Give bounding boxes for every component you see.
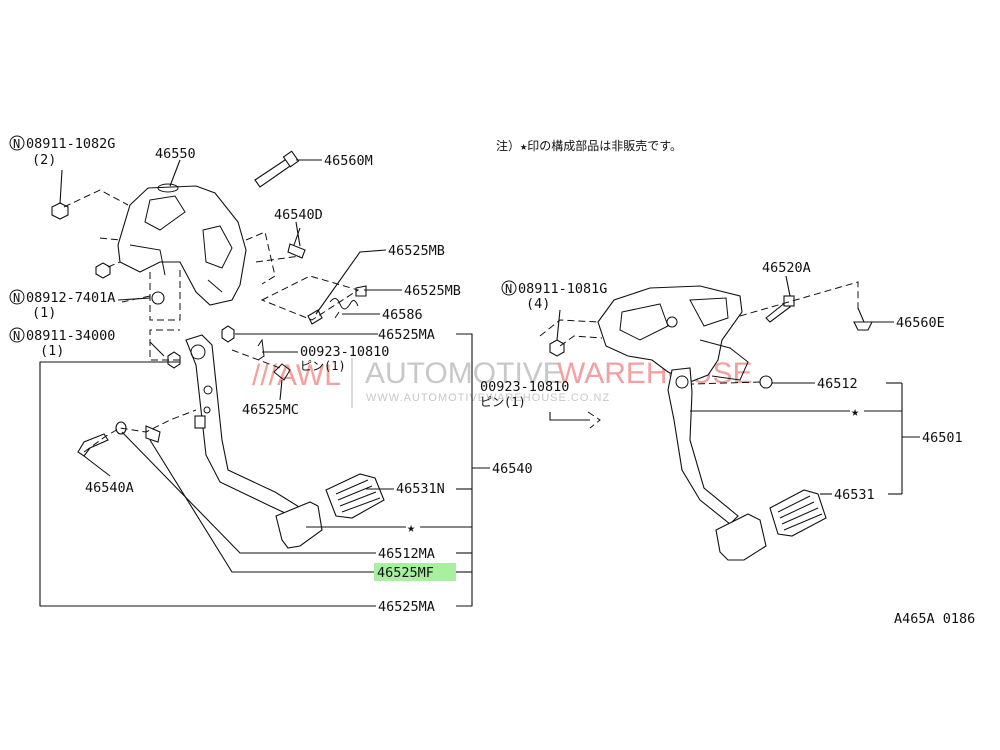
watermark-brand-1: AUTOMOTIVE [365, 357, 563, 390]
label-pin-part: 00923-10810 [300, 344, 389, 360]
label-pad: 46531N [396, 481, 445, 497]
watermark-url: WWW.AUTOMOTIVEWAREHOUSE.CO.NZ [366, 392, 610, 404]
n-mark: N [13, 291, 20, 305]
label-bolt-top: 46560M [324, 153, 373, 169]
highlight-box [374, 563, 456, 581]
label-mb-1: 46525MB [388, 243, 445, 259]
left-bracket-shape [117, 185, 247, 306]
left-pad-rubber-shape [325, 473, 385, 519]
label-right-assembly: 46501 [922, 430, 963, 446]
right-nut-shape [549, 339, 565, 357]
label-right-nut-part: 08911-1081G [518, 281, 607, 297]
right-bracket-shape [597, 285, 743, 383]
right-pedal-assembly-drawing [539, 281, 873, 561]
label-bolt-pivot: 46540A [85, 480, 134, 496]
label-nut-a-qty: (2) [32, 152, 56, 168]
left-pedal-pad-shape [275, 501, 323, 549]
label-right-pin-part: 00923-10810 [480, 379, 569, 395]
label-pin: ピン(1) [300, 359, 346, 373]
label-bolt-mid: 46540D [274, 207, 323, 223]
right-pedal-arm-shape [667, 367, 739, 525]
label-mf-highlighted: 46525MF [377, 565, 434, 581]
label-bushing: 46512 [817, 376, 858, 392]
figure-code: A465A 0186 [894, 611, 975, 627]
watermark-prefix: ///AWL [252, 359, 341, 392]
label-ma-512: 46512MA [378, 546, 435, 562]
label-bracket: 46550 [155, 146, 196, 162]
label-right-pin: ピン(1) [480, 395, 526, 409]
star-mark: ★ [407, 520, 415, 536]
left-labels: N 08911-1082G (2) 46550 46560M 46540D 46… [9, 135, 533, 615]
label-assembly: 46540 [492, 461, 533, 477]
label-nut-b-part: 08912-7401A [26, 290, 115, 306]
label-spring: 46586 [382, 307, 423, 323]
left-pedal-assembly-drawing [51, 150, 385, 549]
label-right-nut-qty: (4) [526, 296, 550, 312]
note-text: 注）★印の構成部品は非販売です。 [496, 138, 682, 153]
label-right-pad: 46531 [834, 487, 875, 503]
n-mark: N [505, 282, 512, 296]
right-pedal-pad-shape [715, 513, 767, 561]
label-nut-c-part: 08911-34000 [26, 328, 115, 344]
watermark: ///AWL AUTOMOTIVE WAREHOUSE WWW.AUTOMOTI… [252, 357, 753, 408]
label-ma-bottom: 46525MA [378, 599, 435, 615]
label-ma-top: 46525MA [378, 327, 435, 343]
left-nut-a-shape [51, 202, 69, 220]
label-bolt-e: 46560E [896, 315, 945, 331]
label-nut-b-qty: (1) [32, 305, 56, 321]
right-pad-rubber-shape [769, 489, 827, 537]
label-mc: 46525MC [242, 402, 299, 418]
label-nut-c-qty: (1) [40, 343, 64, 359]
n-mark: N [13, 329, 20, 343]
label-mb-2: 46525MB [404, 283, 461, 299]
label-bolt-a: 46520A [762, 260, 811, 276]
label-nut-a-part: 08911-1082G [26, 136, 115, 152]
right-labels: N 08911-1081G (4) 46520A 46560E 00923-10… [480, 260, 963, 503]
star-mark: ★ [851, 404, 859, 420]
n-mark: N [13, 137, 20, 151]
left-leaders [39, 159, 490, 607]
right-leaders [549, 275, 920, 495]
